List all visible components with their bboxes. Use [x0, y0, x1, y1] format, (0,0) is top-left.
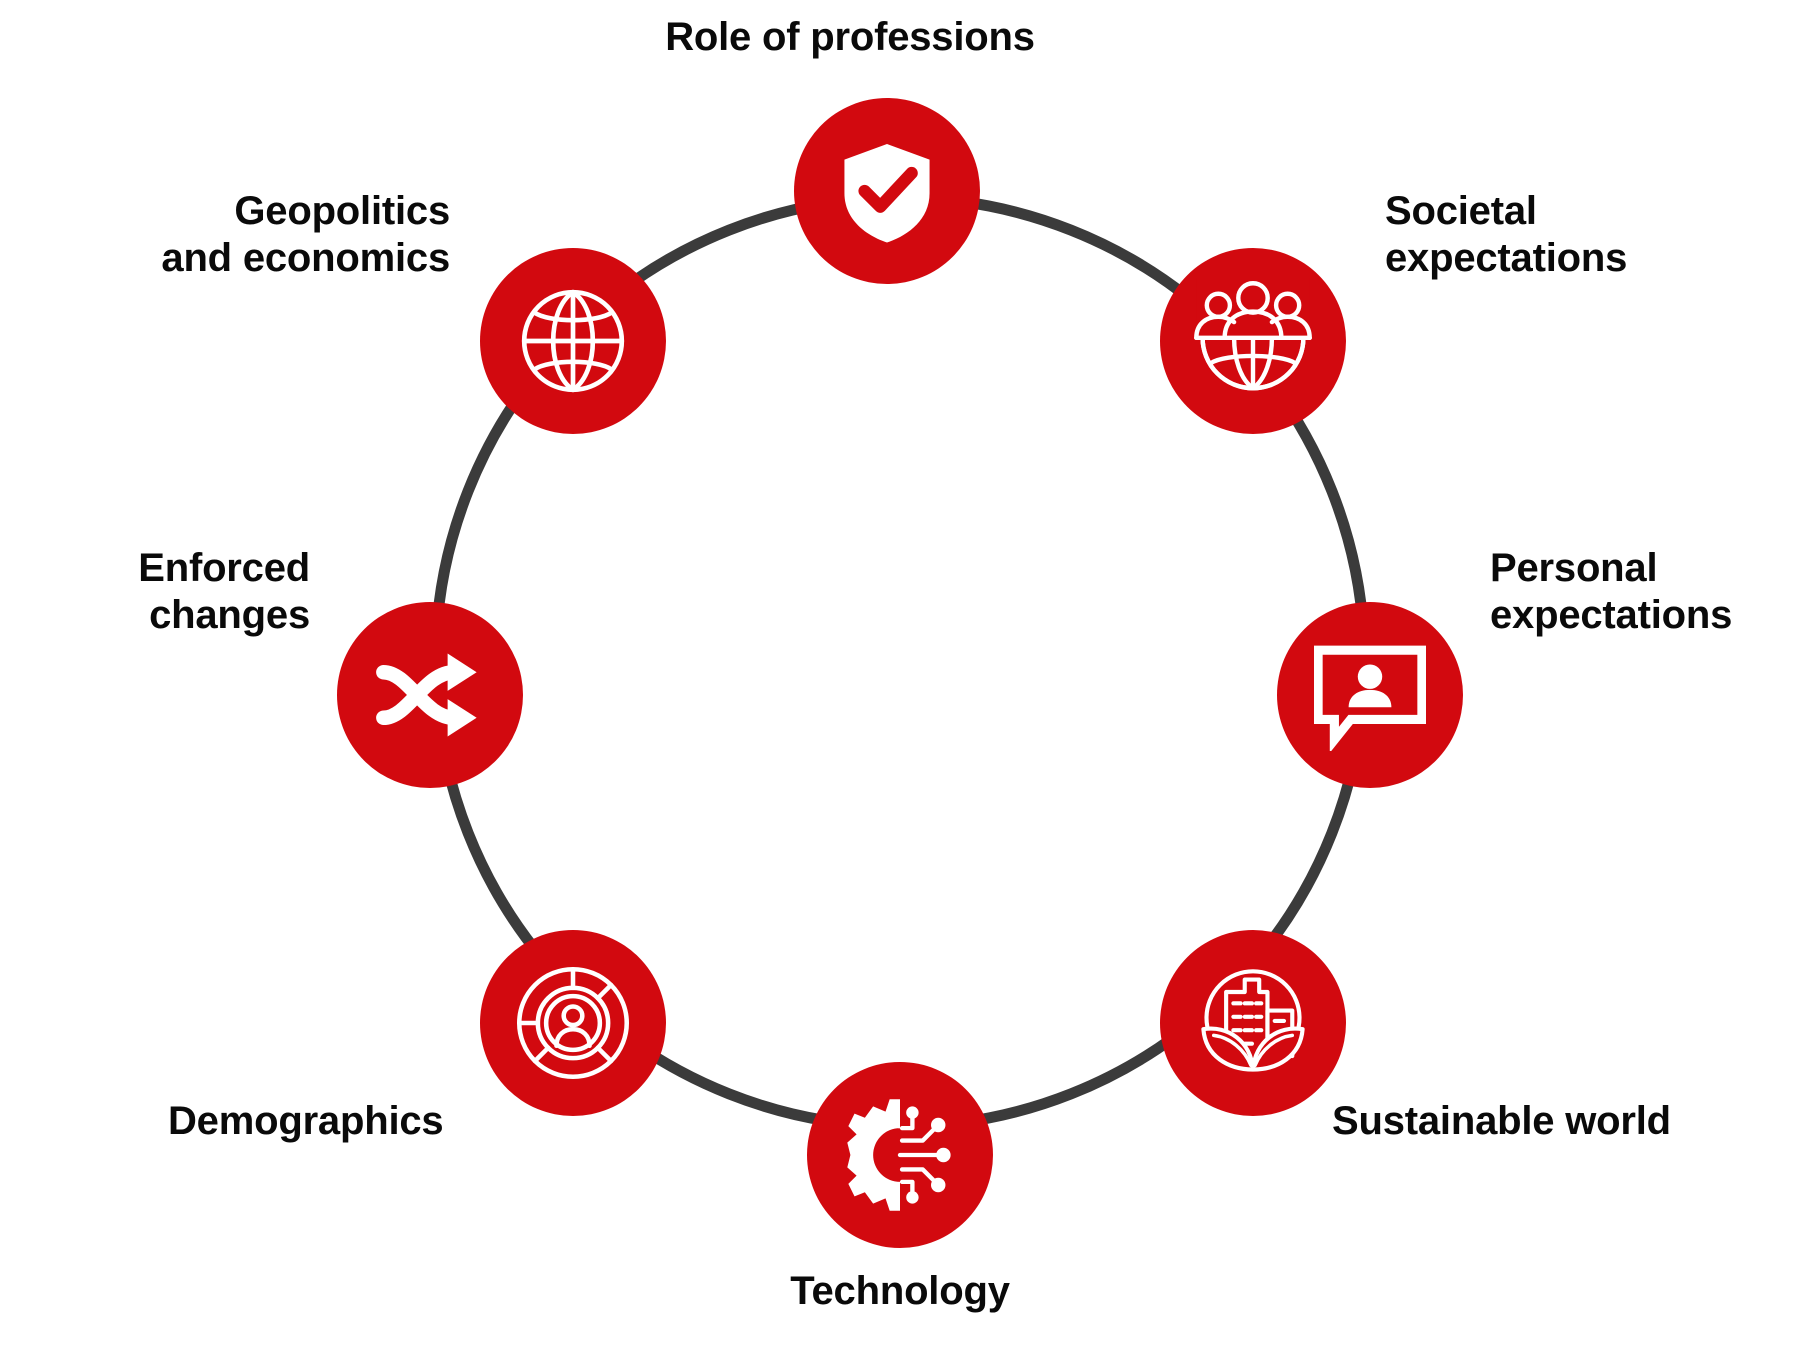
people-globe-icon	[1190, 278, 1316, 404]
label-personal-expectations: Personal expectations	[1490, 546, 1733, 637]
node-role-of-professions[interactable]	[794, 98, 980, 284]
label-demographics: Demographics	[168, 1099, 444, 1143]
node-societal-expectations[interactable]	[1160, 248, 1346, 434]
city-leaves-icon	[1191, 961, 1315, 1085]
gear-circuit-icon	[838, 1093, 962, 1217]
label-sustainable-world: Sustainable world	[1332, 1099, 1671, 1143]
node-geopolitics-economics[interactable]	[480, 248, 666, 434]
globe-grid-icon	[512, 280, 634, 402]
person-speech-bubble-icon	[1314, 639, 1426, 751]
shuffle-arrows-icon	[373, 638, 487, 752]
label-role-of-professions: Role of professions	[665, 15, 1035, 59]
label-technology: Technology	[790, 1269, 1010, 1313]
shield-check-icon	[831, 135, 943, 247]
label-geopolitics-economics: Geopolitics and economics	[161, 189, 450, 280]
label-enforced-changes: Enforced changes	[138, 546, 310, 637]
node-sustainable-world[interactable]	[1160, 930, 1346, 1116]
label-societal-expectations: Societal expectations	[1385, 189, 1628, 280]
node-technology[interactable]	[807, 1062, 993, 1248]
node-demographics[interactable]	[480, 930, 666, 1116]
node-personal-expectations[interactable]	[1277, 602, 1463, 788]
donut-person-icon	[511, 961, 635, 1085]
node-enforced-changes[interactable]	[337, 602, 523, 788]
